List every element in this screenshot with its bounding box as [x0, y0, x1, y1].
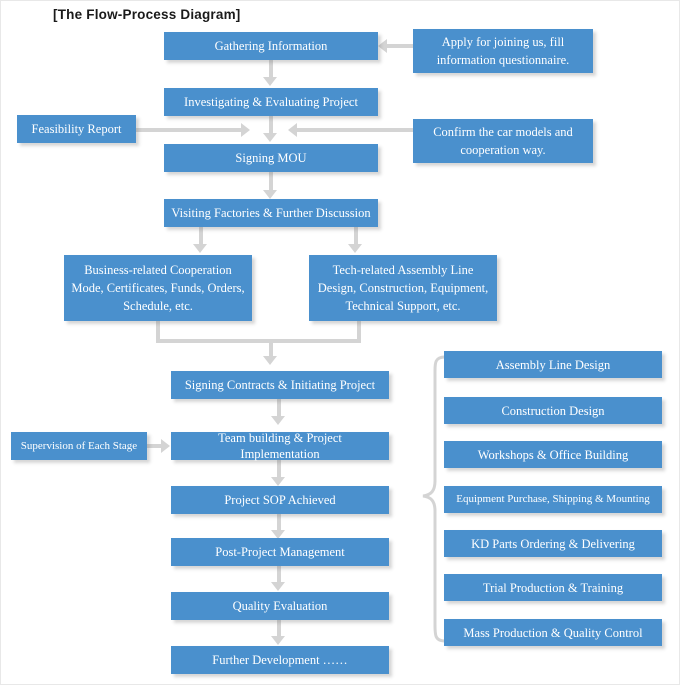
node-investigating-evaluating-project[interactable]: Investigating & Evaluating Project	[164, 88, 378, 116]
node-equipment-purchase-shipping-mounting[interactable]: Equipment Purchase, Shipping & Mounting	[444, 486, 662, 513]
node-label: Mass Production & Quality Control	[463, 625, 643, 640]
arrow-sop-to-postproject-icon	[271, 530, 285, 539]
node-label: Feasibility Report	[31, 122, 122, 136]
node-visiting-factories-further-discussion[interactable]: Visiting Factories & Further Discussion	[164, 199, 378, 227]
node-label: Further Development ……	[212, 653, 348, 667]
node-team-building-project-implementation[interactable]: Team building & Project Implementation	[171, 431, 389, 461]
node-label: Project SOP Achieved	[224, 493, 336, 507]
page-title: [The Flow-Process Diagram]	[53, 7, 241, 22]
arrow-quality-to-further-icon	[271, 636, 285, 645]
arrow-investigating-to-mou-icon	[263, 133, 277, 142]
node-label: KD Parts Ordering & Delivering	[471, 536, 635, 551]
arrow-mou-to-visiting-icon	[263, 190, 277, 199]
node-label: Signing Contracts & Initiating Project	[184, 378, 376, 392]
node-mass-production-quality-control[interactable]: Mass Production & Quality Control	[444, 619, 662, 646]
tech-line-2: Design, Construction, Equipment,	[317, 280, 489, 295]
node-label: Equipment Purchase, Shipping & Mounting	[456, 493, 650, 506]
connector-branches-merge	[156, 321, 361, 343]
implementation-steps-brace-icon	[422, 355, 447, 643]
tech-line-1: Tech-related Assembly Line	[332, 262, 474, 277]
arrow-visiting-to-business-icon	[193, 244, 207, 253]
connector-mou-to-visiting	[269, 172, 273, 191]
node-label: Signing MOU	[235, 151, 307, 165]
business-line-3: Schedule, etc.	[123, 299, 193, 314]
node-assembly-line-design[interactable]: Assembly Line Design	[444, 351, 662, 378]
node-workshops-office-building[interactable]: Workshops & Office Building	[444, 441, 662, 468]
node-signing-mou[interactable]: Signing MOU	[164, 144, 378, 172]
node-tech-related-assembly-line[interactable]: Tech-related Assembly Line Design, Const…	[309, 255, 497, 321]
business-line-1: Business-related Cooperation	[84, 262, 232, 277]
node-trial-production-training[interactable]: Trial Production & Training	[444, 574, 662, 601]
connector-merge-to-signing-contracts	[269, 341, 273, 358]
tech-line-3: Technical Support, etc.	[345, 299, 461, 314]
confirm-line-2: cooperation way.	[460, 143, 546, 157]
node-apply-for-joining[interactable]: Apply for joining us, fill information q…	[413, 29, 593, 73]
node-label: Team building & Project Implementation	[218, 431, 342, 461]
arrow-contracts-to-team-icon	[271, 416, 285, 425]
apply-line-2: information questionnaire.	[436, 53, 570, 67]
arrow-postproject-to-quality-icon	[271, 582, 285, 591]
arrow-gathering-to-investigating-icon	[263, 77, 277, 86]
connector-visiting-to-tech	[354, 227, 358, 246]
connector-investigating-to-mou	[269, 116, 273, 135]
node-label: Workshops & Office Building	[477, 447, 629, 462]
arrow-supervision-to-team-icon	[161, 439, 170, 453]
node-label: Supervision of Each Stage	[20, 439, 138, 452]
connector-gathering-to-investigating	[269, 60, 273, 79]
apply-line-1: Apply for joining us, fill	[441, 34, 565, 49]
node-feasibility-report[interactable]: Feasibility Report	[17, 115, 136, 143]
connector-visiting-to-business	[199, 227, 203, 246]
node-business-related-cooperation[interactable]: Business-related Cooperation Mode, Certi…	[64, 255, 252, 321]
node-quality-evaluation[interactable]: Quality Evaluation	[171, 592, 389, 620]
node-project-sop-achieved[interactable]: Project SOP Achieved	[171, 486, 389, 514]
node-post-project-management[interactable]: Post-Project Management	[171, 538, 389, 566]
arrow-apply-to-gathering-icon	[378, 39, 387, 53]
connector-sop-to-postproject	[277, 514, 281, 531]
node-label: Visiting Factories & Further Discussion	[171, 206, 371, 220]
arrow-merge-to-signing-contracts-icon	[263, 356, 277, 365]
node-label: Quality Evaluation	[232, 599, 328, 613]
node-label: Post-Project Management	[215, 545, 345, 559]
node-label: Assembly Line Design	[495, 357, 611, 372]
node-kd-parts-ordering-delivering[interactable]: KD Parts Ordering & Delivering	[444, 530, 662, 557]
node-construction-design[interactable]: Construction Design	[444, 397, 662, 424]
connector-apply-to-gathering	[387, 44, 415, 48]
arrow-confirm-to-mou-icon	[288, 123, 297, 137]
node-label: Gathering Information	[214, 39, 328, 53]
connector-contracts-to-team	[277, 399, 281, 417]
connector-team-to-sop	[277, 460, 281, 478]
connector-feasibility-to-mou	[136, 128, 241, 132]
node-label: Trial Production & Training	[482, 580, 624, 595]
connector-supervision-to-team	[147, 444, 162, 448]
arrow-team-to-sop-icon	[271, 477, 285, 486]
arrow-visiting-to-tech-icon	[348, 244, 362, 253]
arrow-feasibility-to-mou-icon	[241, 123, 250, 137]
connector-postproject-to-quality	[277, 566, 281, 583]
connector-confirm-to-mou	[297, 128, 415, 132]
node-label: Construction Design	[501, 403, 605, 418]
node-confirm-car-models[interactable]: Confirm the car models and cooperation w…	[413, 119, 593, 163]
business-line-2: Mode, Certificates, Funds, Orders,	[71, 280, 245, 295]
node-gathering-information[interactable]: Gathering Information	[164, 32, 378, 60]
confirm-line-1: Confirm the car models and	[433, 124, 573, 139]
node-supervision-each-stage[interactable]: Supervision of Each Stage	[11, 432, 147, 460]
connector-quality-to-further	[277, 620, 281, 637]
node-signing-contracts-initiating-project[interactable]: Signing Contracts & Initiating Project	[171, 371, 389, 399]
node-further-development[interactable]: Further Development ……	[171, 646, 389, 674]
node-label: Investigating & Evaluating Project	[184, 95, 358, 109]
